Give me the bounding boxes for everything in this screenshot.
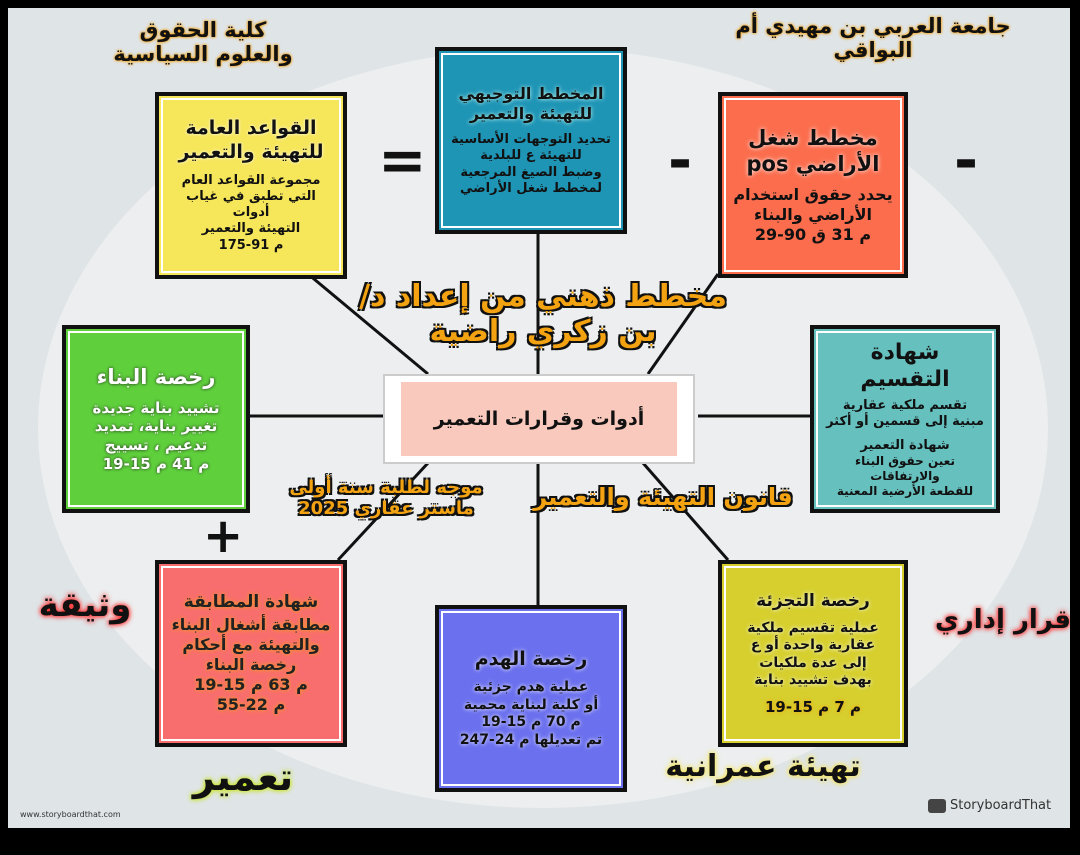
box-line: مبنية إلى قسمين أو أكثر [826, 413, 984, 429]
box-line: م 70 م 15-19 [481, 714, 581, 731]
building-permit-box: رخصة البناء تشييد بناية جديدة تغيير بناي… [62, 325, 250, 513]
box-line: تم تعديلها م 24-247 [459, 731, 603, 748]
urbanism-label: تعمير [192, 755, 294, 799]
box-line: مجموعة القواعد العام [181, 172, 321, 188]
box-line: م 63 م 15-19 [194, 675, 308, 695]
box-line: عقارية واحدة أو ع [750, 637, 876, 654]
box-line: لمخطط شغل الأراضي [459, 180, 603, 196]
pos-box: مخطط شغل الأراضي pos يحدد حقوق استخدام ا… [718, 92, 908, 278]
storyboard-canvas: كلية الحقوق والعلوم السياسية جامعة العرب… [8, 8, 1070, 828]
box-line: تشييد بناية جديدة [92, 398, 220, 417]
equals-symbol: = [378, 126, 427, 194]
box-line: تعين حقوق البناء والارتفاقات [855, 454, 955, 484]
line-to-general-rules [307, 272, 429, 376]
box-line: الأراضي والبناء [754, 205, 872, 225]
box-line: تقسم ملكية عقارية [842, 397, 968, 413]
box-line: أو كلية لبناية محمية [463, 696, 599, 713]
box-line: للقطعة الأرضية المعنية [836, 484, 974, 499]
line-to-subdivision [641, 462, 730, 561]
faculty-title: كلية الحقوق والعلوم السياسية [113, 18, 293, 67]
box-line: يحدد حقوق استخدام [733, 185, 893, 205]
box-title: المخطط التوجيهي للتهيئة والتعمير [458, 84, 604, 123]
box-title: رخصة التجزئة [756, 590, 870, 611]
plus-symbol: + [203, 508, 244, 564]
box-line: م 7 م 15-19 [764, 697, 862, 716]
box-line: للتهيئة ع للبلدية [480, 148, 582, 164]
audience-label: موجه لطلبة سنة أولى ماستر عقاري 2025 [289, 477, 483, 519]
box-title: مخطط شغل الأراضي pos [746, 125, 880, 176]
center-title: أدوات وقرارات التعمير [401, 382, 677, 456]
box-title: رخصة البناء [96, 365, 216, 390]
box-title: شهادة التقسيم [860, 339, 950, 393]
subdivision-permit-box: رخصة التجزئة عملية تقسيم ملكية عقارية وا… [718, 560, 908, 747]
center-node: أدوات وقرارات التعمير [383, 374, 695, 464]
box-line: م 22-55 [216, 695, 286, 715]
box-line: رخصة البناء [205, 655, 297, 675]
connector-lines [248, 233, 810, 605]
box-line: م 91-175 [218, 237, 284, 253]
box-title: شهادة المطابقة [183, 591, 319, 612]
box-line: م 41 م 15-19 [102, 454, 210, 473]
planning-label: تهيئة عمرانية [665, 749, 861, 784]
minus-symbol-2: - [954, 126, 979, 194]
conformity-certificate-box: شهادة المطابقة مطابقة أشغال البناء والته… [155, 560, 347, 747]
general-rules-box: القواعد العامة للتهيئة والتعمير مجموعة ا… [155, 92, 347, 279]
brand-name: StoryboardThat [950, 798, 1052, 813]
admin-decision-label: قرار إداري [934, 605, 1070, 635]
box-line: م 31 ق 90-29 [754, 225, 872, 245]
box-line: التي تطبق في غياب أدوات [186, 188, 316, 221]
box-line: تحديد التوجهات الأساسية [451, 132, 611, 147]
box-line: عملية تقسيم ملكية [747, 619, 879, 636]
brand-logo: StoryboardThat [928, 798, 1051, 813]
website-footer[interactable]: www.storyboardthat.com [20, 810, 121, 819]
box-line: عملية هدم جزئية [473, 679, 589, 696]
pdau-box: المخطط التوجيهي للتهيئة والتعمير تحديد ا… [435, 47, 627, 234]
law-label: قانون التهيئة والتعمير [533, 483, 793, 511]
box-line: مطابقة أشغال البناء [171, 615, 331, 635]
box-line: بهدف تشييد بناية [754, 672, 872, 689]
box-line: تدعيم ، تسييج [104, 436, 208, 455]
line-to-pos [646, 273, 720, 375]
minus-symbol-1: - [668, 126, 693, 194]
division-certificate-box: شهادة التقسيم تقسم ملكية عقارية مبنية إل… [810, 325, 1000, 513]
speech-bubble-icon [928, 798, 946, 813]
box-subtitle: شهادة التعمير [860, 438, 950, 454]
box-line: والتهيئة مع أحكام [182, 635, 320, 655]
author-label: مخطط ذهني من إعداد د/ بن زكري راضية [359, 279, 727, 349]
demolition-permit-box: رخصة الهدم عملية هدم جزئية أو كلية لبناي… [435, 605, 627, 792]
box-line: التهيئة والتعمير [201, 221, 301, 237]
box-title: رخصة الهدم [474, 647, 588, 670]
university-title: جامعة العربي بن مهيدي أم البواقي [735, 14, 1011, 63]
box-line: إلى عدة ملكيات [759, 654, 867, 671]
box-line: وضبط الصيغ المرجعية [460, 164, 602, 180]
box-line: تغيير بناية، تمديد [94, 417, 218, 436]
document-label: وثيقة [38, 585, 132, 625]
line-to-conformity [336, 461, 430, 562]
box-title: القواعد العامة للتهيئة والتعمير [178, 117, 324, 163]
